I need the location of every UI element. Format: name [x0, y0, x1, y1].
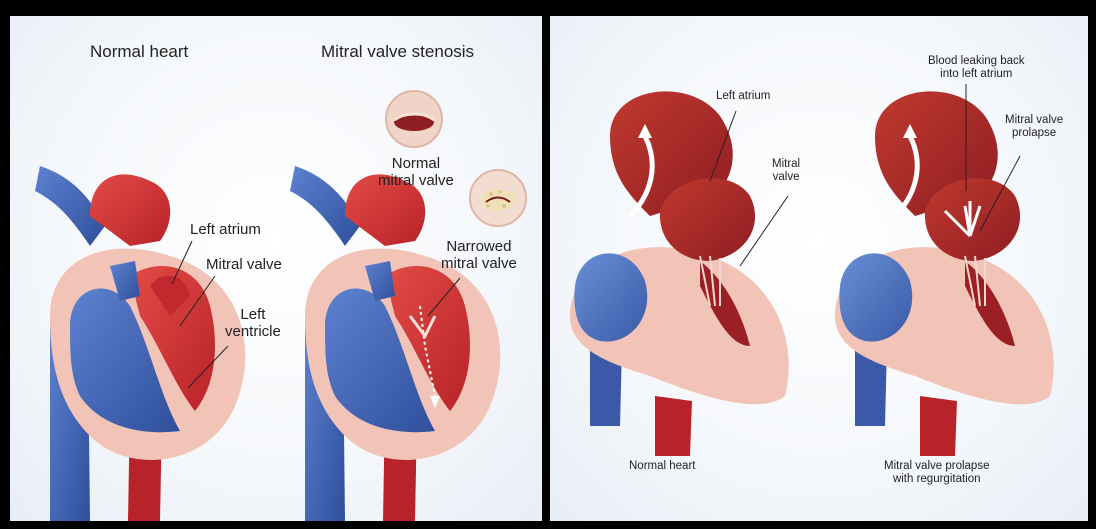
right-mitral-valve-label: Mitral valve — [772, 158, 800, 184]
left-atrium-label: Left atrium — [190, 221, 261, 238]
prolapse-caption: Mitral valve prolapse with regurgitation — [884, 460, 989, 486]
prolapse-heart-cross-section — [835, 91, 1054, 456]
stenosis-heart-drawing — [290, 166, 500, 521]
right-left-atrium-label: Left atrium — [716, 90, 770, 103]
left-ventricle-label: Left ventricle — [225, 306, 281, 341]
normal-heart-drawing — [35, 166, 245, 521]
blood-leaking-label: Blood leaking back into left atrium — [928, 55, 1025, 81]
prolapse-label: Mitral valve prolapse — [1005, 114, 1063, 140]
normal-heart-cross-section — [570, 91, 789, 456]
normal-mitral-valve-label: Normal mitral valve — [378, 155, 454, 190]
narrowed-valve-inset — [470, 170, 526, 226]
narrowed-mitral-valve-label: Narrowed mitral valve — [441, 238, 517, 273]
stenosis-title: Mitral valve stenosis — [321, 42, 474, 62]
normal-heart-title: Normal heart — [90, 42, 188, 62]
normal-valve-inset — [386, 91, 442, 147]
right-normal-heart-caption: Normal heart — [629, 460, 695, 473]
right-panel: Left atrium Mitral valve Blood leaking b… — [550, 16, 1088, 521]
mitral-valve-label: Mitral valve — [206, 256, 282, 273]
left-panel: Normal heart Mitral valve stenosis Left … — [10, 16, 542, 521]
right-panel-heart-drawings — [550, 16, 1088, 521]
